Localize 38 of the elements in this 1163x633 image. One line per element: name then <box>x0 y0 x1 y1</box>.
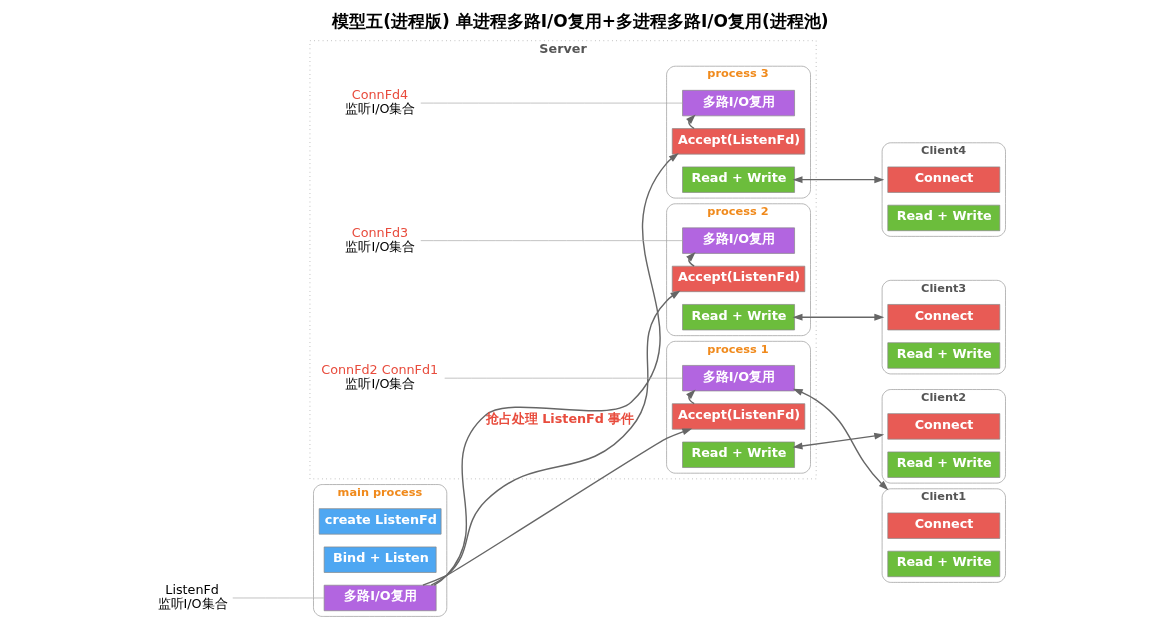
node-box: Accept(ListenFd) <box>671 265 806 293</box>
arrow <box>433 153 679 586</box>
node-box: Read + Write <box>887 342 1001 369</box>
node-box: Connect <box>887 413 1001 440</box>
node-box: Connect <box>887 166 1001 193</box>
edge-label: 抢占处理 ListenFd 事件 <box>485 411 635 427</box>
arrow <box>792 176 885 184</box>
node-box: 多路I/O复用 <box>682 89 795 117</box>
node-text: ConnFd4 监听I/O集合 <box>345 87 416 117</box>
node-text: ListenFd 监听I/O集合 <box>157 582 228 612</box>
arrow <box>792 432 885 450</box>
node-box: Connect <box>887 512 1001 539</box>
node-text: ConnFd3 监听I/O集合 <box>345 224 416 254</box>
node-box: Read + Write <box>682 441 795 468</box>
arrow <box>792 313 885 321</box>
diagram-title: 模型五(进程版) 单进程多路I/O复用+多进程多路I/O复用(进程池) <box>332 10 829 31</box>
node-box: 多路I/O复用 <box>682 227 795 254</box>
node-box: Read + Write <box>682 166 795 193</box>
node-box: Accept(ListenFd) <box>671 128 806 155</box>
node-box: Read + Write <box>887 550 1001 578</box>
connector <box>232 597 325 599</box>
node-box: 多路I/O复用 <box>323 584 437 612</box>
node-box: Read + Write <box>887 204 1001 232</box>
node-box: create ListenFd <box>318 508 442 535</box>
node-box: Accept(ListenFd) <box>671 403 806 430</box>
arrow <box>430 290 681 586</box>
connector <box>420 240 683 241</box>
node-box: Bind + Listen <box>323 546 437 573</box>
node-box: Read + Write <box>887 451 1001 478</box>
arrow <box>792 388 889 491</box>
node-box: Read + Write <box>682 304 795 331</box>
arrow <box>422 428 693 586</box>
node-box: Connect <box>887 304 1001 331</box>
connector <box>420 102 683 104</box>
node-box: 多路I/O复用 <box>682 365 795 392</box>
connector <box>444 377 683 379</box>
node-text: ConnFd2 ConnFd1 监听I/O集合 <box>321 362 439 392</box>
arrow <box>686 114 696 130</box>
